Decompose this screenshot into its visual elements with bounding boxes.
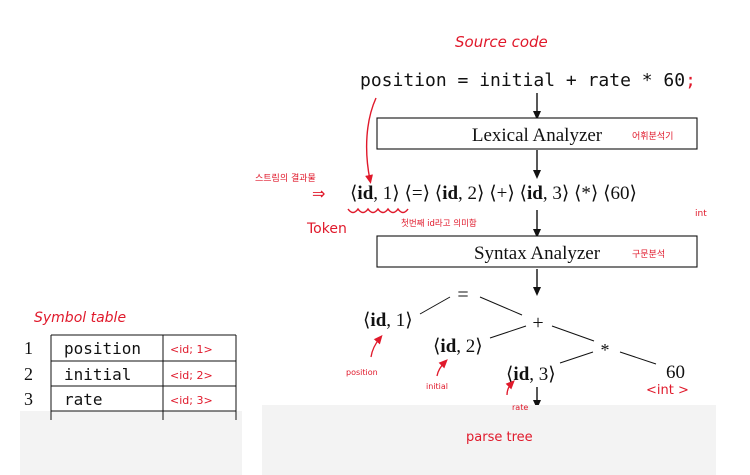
- token-4-close: ⟩: [507, 183, 519, 204]
- tree-root-assign: =: [457, 284, 468, 306]
- leaf-id2-sep: ,: [456, 336, 466, 357]
- token-7-open: ⟨: [603, 183, 610, 204]
- int-type-note: <int >: [646, 383, 689, 398]
- tree-leaf-id3: ⟨id, 3⟩: [506, 364, 556, 385]
- edge-assign-plus: [479, 296, 523, 316]
- tree-leaf-60: 60: [666, 362, 685, 383]
- tree-leaf-id1: ⟨id, 1⟩: [363, 310, 413, 331]
- edge-plus-id2: [489, 325, 527, 339]
- leaf-id1-open: ⟨: [363, 310, 370, 331]
- token-6-name: *: [581, 183, 591, 204]
- edge-assign-id1: [419, 296, 451, 315]
- source-heading: Source code: [455, 33, 548, 51]
- leaf-id2-close: ⟩: [475, 336, 482, 357]
- lexical-analyzer-note: 어휘분석기: [632, 131, 673, 142]
- leaf-id1-sep: ,: [386, 310, 396, 331]
- rate-note: rate: [512, 403, 528, 412]
- tree-leaf-id2: ⟨id, 2⟩: [433, 336, 483, 357]
- token-1-open: ⟨: [350, 183, 357, 204]
- symbol-row-3-note: <id; 3>: [170, 394, 213, 407]
- first-id-note: 첫번째 id라고 의미함: [401, 218, 477, 229]
- token-4-name: +: [497, 183, 508, 204]
- token-5-name: id: [527, 183, 543, 204]
- rate-note-arrow: [505, 380, 515, 396]
- symbol-table-title: Symbol table: [34, 310, 126, 326]
- token-5-close: ⟩: [562, 183, 574, 204]
- symbol-row-2-note: <id; 2>: [170, 369, 213, 382]
- leaf-id1-name: id: [370, 310, 386, 331]
- edge-times-id3: [559, 351, 594, 364]
- leaf-id2-name: id: [440, 336, 456, 357]
- parse-tree-panel: [262, 405, 716, 475]
- token-stream: ⟨id, 1⟩ ⟨=⟩ ⟨id, 2⟩ ⟨+⟩ ⟨id, 3⟩ ⟨*⟩ ⟨60⟩: [350, 183, 637, 204]
- token-1-close: ⟩: [392, 183, 404, 204]
- source-semicolon: ;: [685, 70, 696, 91]
- source-statement-text: position = initial + rate * 60: [360, 70, 685, 91]
- leaf-id3-close: ⟩: [548, 364, 555, 385]
- symbol-table-panel: [20, 411, 242, 475]
- token-1-name: id: [357, 183, 373, 204]
- initial-note-arrow: [436, 359, 448, 377]
- token-3-open: ⟨: [435, 183, 442, 204]
- token-3-close: ⟩: [477, 183, 489, 204]
- stream-result-arrow-icon: ⇒: [312, 184, 325, 203]
- token-7-close: ⟩: [630, 183, 637, 204]
- token-2-name: =: [412, 183, 423, 204]
- leaf-id3-open: ⟨: [506, 364, 513, 385]
- token-5-open: ⟨: [520, 183, 527, 204]
- leaf-id2-open: ⟨: [433, 336, 440, 357]
- token-6-close: ⟩: [591, 183, 603, 204]
- token-6-open: ⟨: [574, 183, 581, 204]
- lexical-analyzer-label: Lexical Analyzer: [472, 125, 603, 146]
- symbol-row-1-index: 1: [24, 338, 33, 358]
- tree-node-plus: +: [532, 312, 543, 334]
- token-3-name: id: [442, 183, 458, 204]
- symbol-row-1-note: <id; 1>: [170, 343, 213, 356]
- leaf-id3-attr: 3: [539, 364, 549, 385]
- stream-result-note: 스트림의 결과물: [255, 172, 316, 184]
- symbol-row-3-name: rate: [64, 390, 103, 409]
- token-5-attr: 3: [552, 183, 562, 204]
- leaf-id3-name: id: [513, 364, 529, 385]
- syntax-analyzer-note: 구문분석: [632, 249, 665, 260]
- lexical-analyzer-box: [376, 117, 698, 150]
- source-statement: position = initial + rate * 60;: [360, 70, 696, 91]
- leaf-id3-sep: ,: [529, 364, 539, 385]
- leaf-id1-close: ⟩: [405, 310, 412, 331]
- int-note: int: [695, 209, 707, 219]
- leaf-id1-attr: 1: [396, 310, 406, 331]
- token-1-attr: 1: [383, 183, 393, 204]
- tree-node-times: *: [601, 340, 610, 360]
- position-note-arrow: [370, 334, 383, 358]
- parse-tree-caption: parse tree: [466, 430, 533, 445]
- token-4-open: ⟨: [489, 183, 496, 204]
- token-3-sep: ,: [458, 183, 468, 204]
- symbol-row-2-name: initial: [64, 365, 131, 384]
- initial-note: initial: [426, 382, 448, 391]
- token-3-attr: 2: [468, 183, 478, 204]
- source-to-token-arrow: [365, 97, 377, 184]
- symbol-row-3-index: 3: [24, 389, 33, 409]
- token-2-close: ⟩: [423, 183, 435, 204]
- token-2-open: ⟨: [404, 183, 411, 204]
- token-underline-squiggle: [347, 207, 409, 214]
- token-label: Token: [306, 221, 347, 237]
- token-5-sep: ,: [543, 183, 553, 204]
- edge-times-60: [619, 351, 657, 365]
- symbol-table: 1 position <id; 1> 2 initial <id; 2> 3 r…: [24, 334, 237, 420]
- token-1-sep: ,: [373, 183, 383, 204]
- position-note: position: [346, 368, 378, 377]
- syntax-analyzer-box: [376, 235, 698, 268]
- edge-plus-times: [551, 325, 595, 342]
- leaf-id2-attr: 2: [466, 336, 476, 357]
- symbol-row-2-index: 2: [24, 364, 33, 384]
- token-7-name: 60: [611, 183, 630, 204]
- syntax-analyzer-label: Syntax Analyzer: [474, 243, 601, 264]
- symbol-row-1-name: position: [64, 339, 141, 358]
